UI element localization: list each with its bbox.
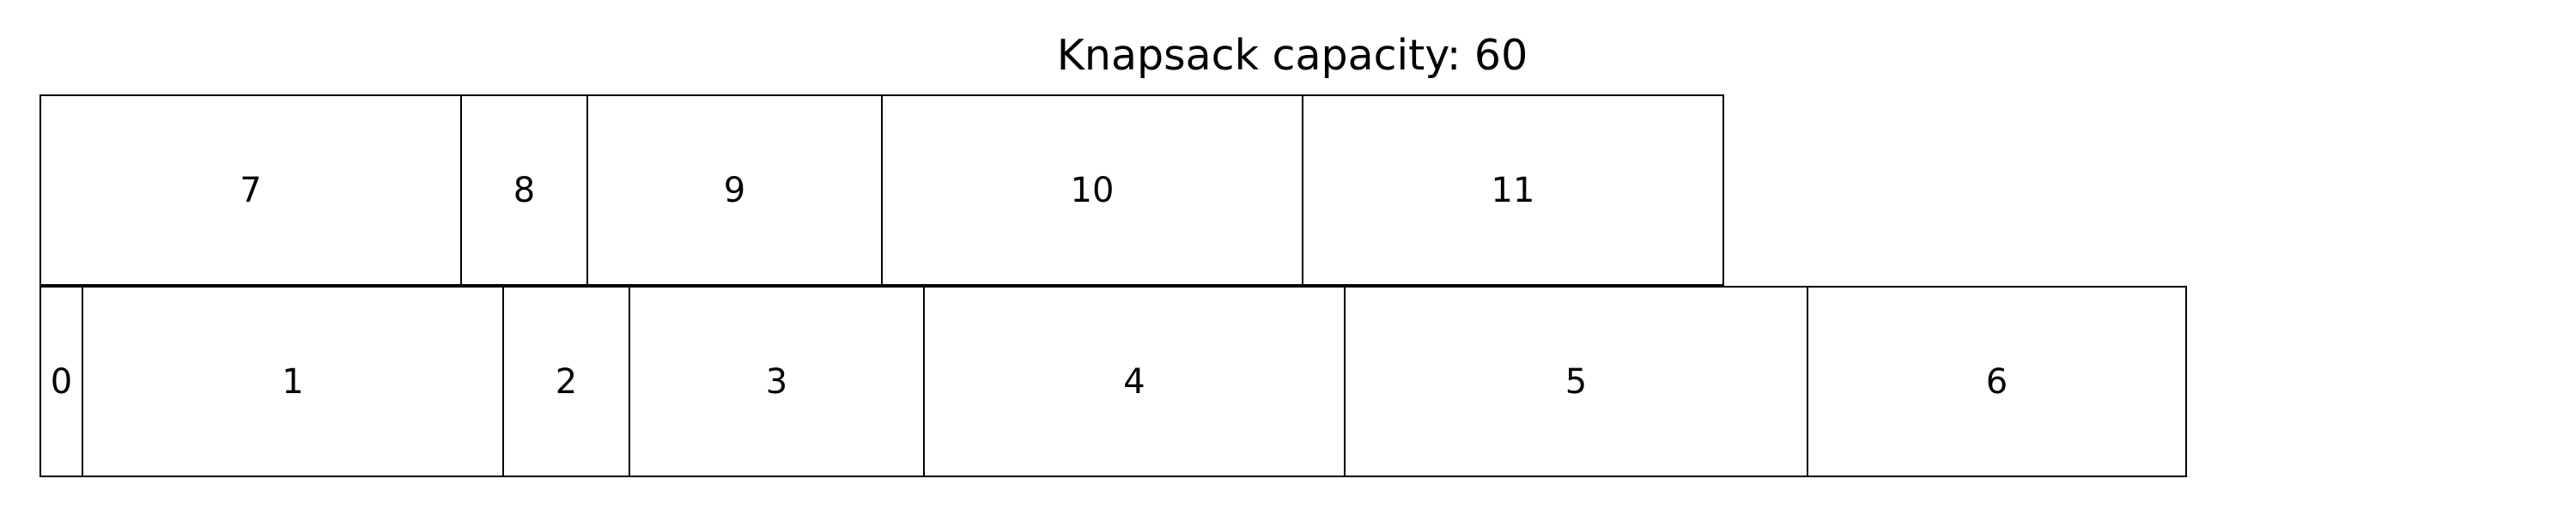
item-box: 5 xyxy=(1344,286,1808,477)
item-box: 10 xyxy=(881,94,1303,286)
item-box: 0 xyxy=(39,286,83,477)
item-box: 8 xyxy=(460,94,588,286)
item-box: 4 xyxy=(923,286,1346,477)
item-box: 3 xyxy=(629,286,925,477)
item-box: 11 xyxy=(1302,94,1724,286)
item-box: 2 xyxy=(502,286,630,477)
item-box: 6 xyxy=(1807,286,2187,477)
item-box: 1 xyxy=(82,286,504,477)
knapsack-capacity-title: Knapsack capacity: 60 xyxy=(1056,31,1528,80)
item-box: 7 xyxy=(39,94,462,286)
item-box: 9 xyxy=(586,94,883,286)
